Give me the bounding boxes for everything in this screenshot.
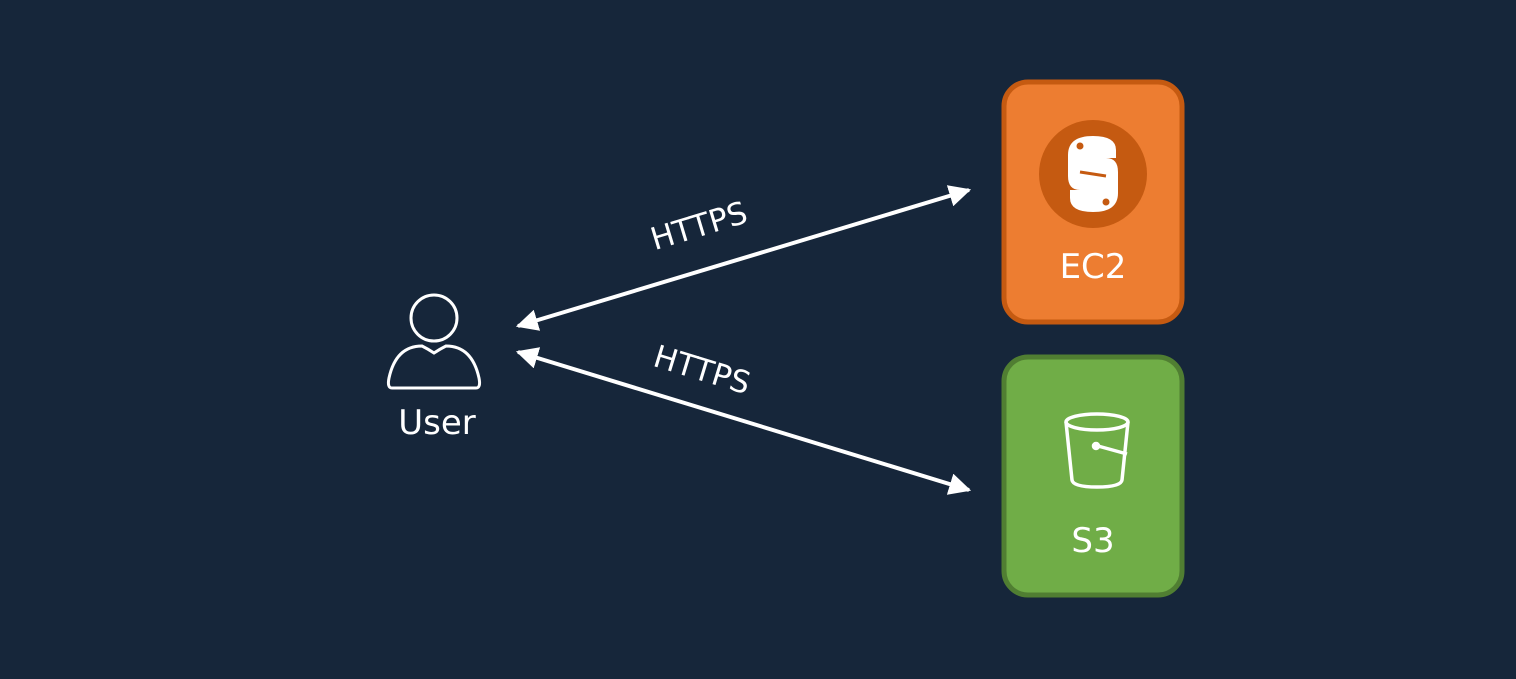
edge-user-s3-arrow <box>515 347 972 495</box>
node-s3-label: S3 <box>1071 521 1114 561</box>
user-icon <box>386 293 482 390</box>
python-icon <box>1039 120 1147 228</box>
node-ec2-label: EC2 <box>1060 247 1127 287</box>
edge-user-s3-label: HTTPS <box>649 339 754 402</box>
edge-user-ec2: HTTPS <box>515 185 972 331</box>
edge-user-ec2-arrow <box>515 185 972 331</box>
node-user: User <box>386 293 482 443</box>
node-user-label: User <box>398 403 476 443</box>
node-s3-box <box>1001 354 1185 598</box>
edge-user-ec2-label: HTTPS <box>647 195 752 258</box>
bucket-icon <box>1064 412 1130 489</box>
node-ec2: EC2 <box>1001 79 1185 325</box>
edge-user-s3: HTTPS <box>515 339 972 495</box>
node-s3: S3 <box>1001 354 1185 598</box>
